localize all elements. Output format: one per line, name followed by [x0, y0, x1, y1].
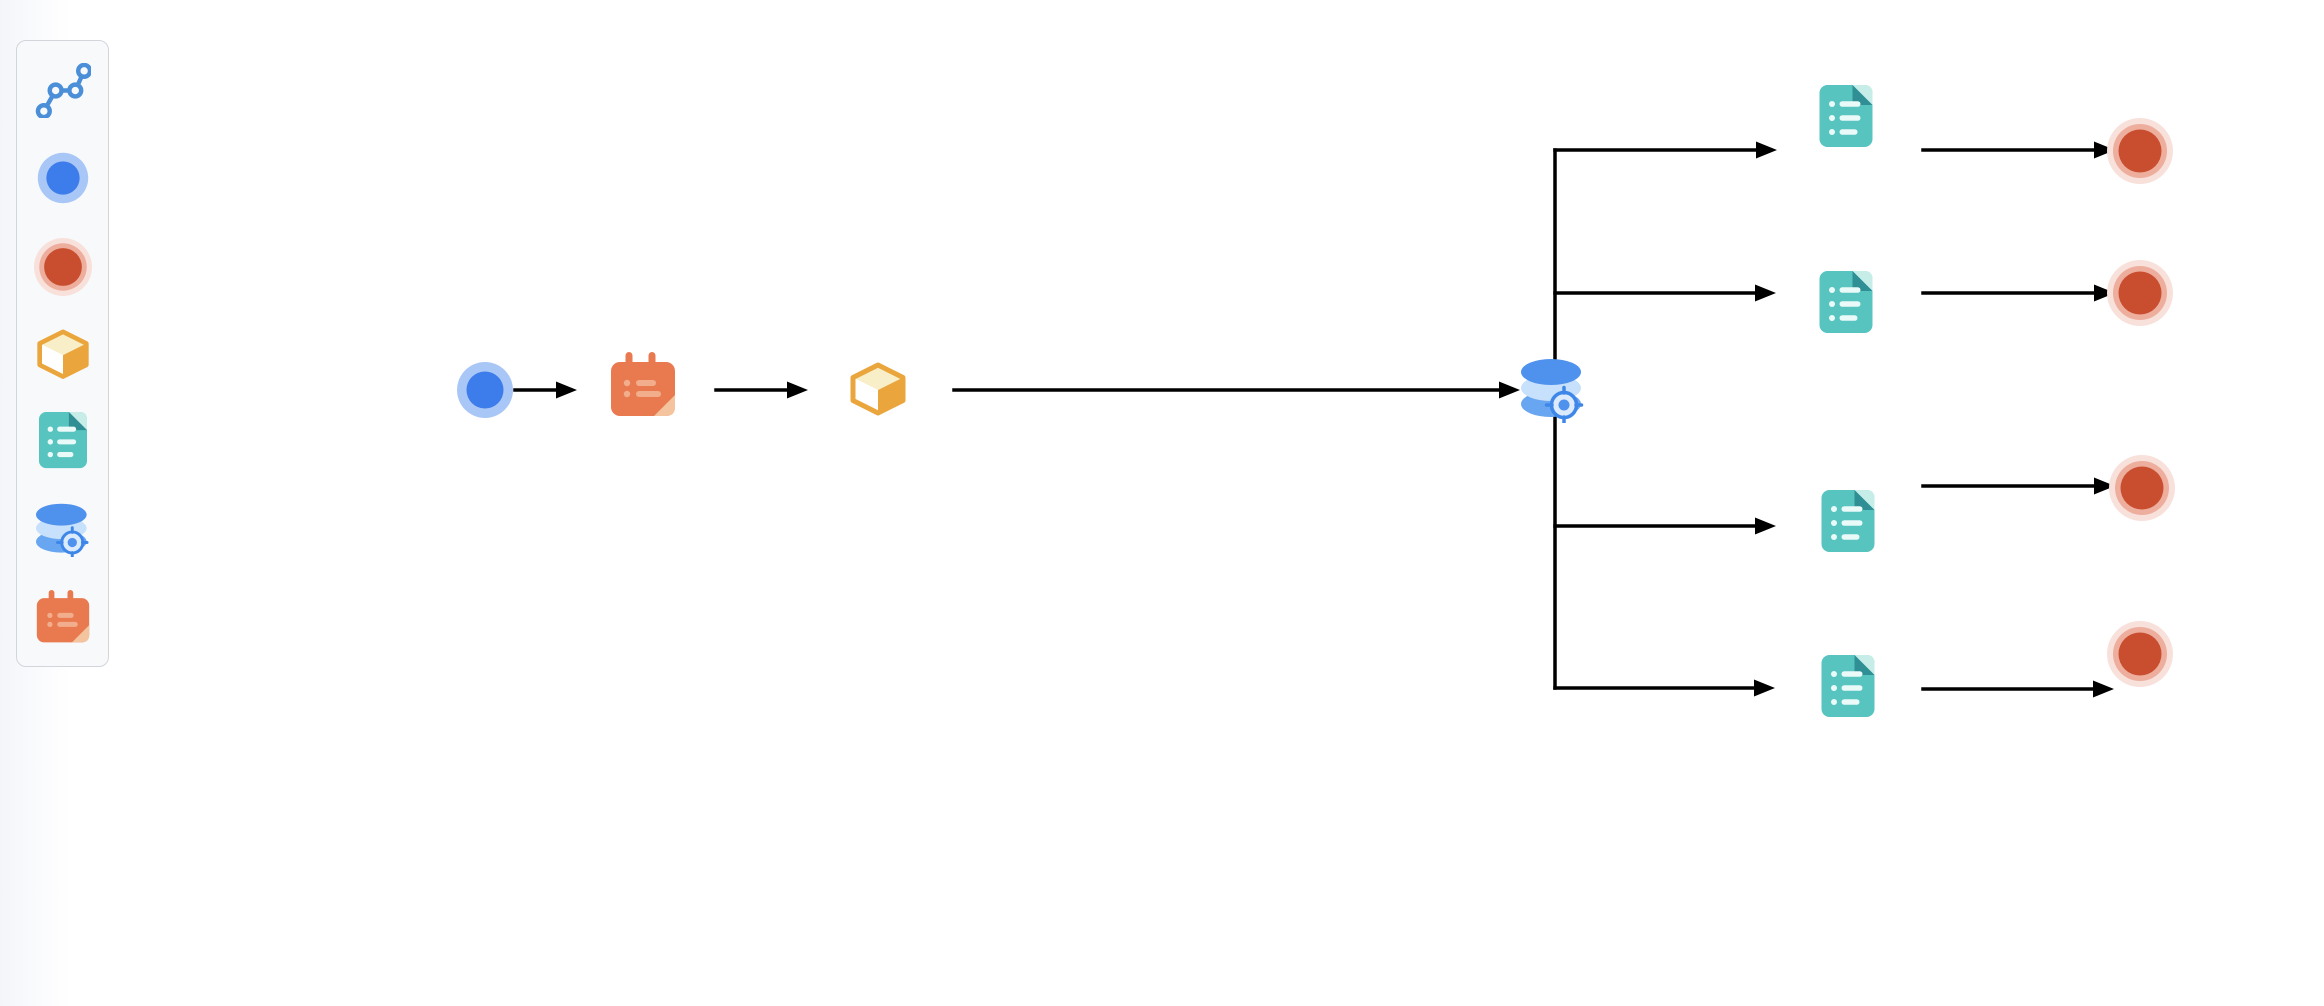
edge-db-to-doc-1[interactable]: [1553, 141, 1777, 159]
node-doc-3[interactable]: [1821, 490, 1875, 552]
calendar-list-icon: [36, 590, 89, 643]
node-process[interactable]: [850, 362, 906, 416]
calendar-list-icon: [611, 352, 675, 416]
doc-list-icon: [38, 412, 87, 469]
palette-item-connector-tool[interactable]: [35, 63, 91, 119]
edge-doc-2-to-end-2[interactable]: [1921, 284, 2115, 302]
edge-doc-1-to-end-1[interactable]: [1921, 141, 2115, 159]
end-circle-icon: [33, 238, 92, 297]
palette-item-process-node[interactable]: [35, 329, 91, 379]
doc-list-icon: [1819, 271, 1873, 333]
node-end-2[interactable]: [2107, 260, 2173, 326]
palette-item-document-node[interactable]: [38, 412, 87, 469]
edge-doc-4-to-end-4[interactable]: [1921, 680, 2114, 698]
line-chart-icon: [35, 63, 91, 119]
cube-icon: [850, 362, 906, 416]
node-end-1[interactable]: [2107, 118, 2173, 184]
node-palette: [16, 40, 109, 667]
db-target-icon: [1521, 359, 1584, 423]
doc-list-icon: [1821, 490, 1875, 552]
end-circle-icon: [2107, 621, 2173, 687]
node-doc-4[interactable]: [1821, 655, 1875, 717]
node-end-3[interactable]: [2109, 455, 2175, 521]
start-circle-icon: [37, 152, 88, 204]
palette-item-end-node[interactable]: [33, 238, 92, 297]
end-circle-icon: [2107, 118, 2173, 184]
node-doc-1[interactable]: [1819, 85, 1873, 147]
palette-item-database-node[interactable]: [35, 502, 90, 558]
edge-db-to-doc-3[interactable]: [1553, 517, 1776, 535]
palette-item-start-node[interactable]: [36, 151, 90, 205]
node-end-4[interactable]: [2107, 621, 2173, 687]
edge-doc-3-to-end-3[interactable]: [1921, 477, 2115, 495]
edge-db-to-doc-2[interactable]: [1553, 284, 1776, 302]
nodes-layer: [457, 85, 2175, 717]
palette-item-task-node[interactable]: [36, 590, 90, 643]
cube-icon: [36, 329, 89, 379]
node-database[interactable]: [1521, 359, 1584, 423]
doc-list-icon: [1819, 85, 1873, 147]
start-circle-icon: [457, 362, 513, 418]
node-task[interactable]: [611, 352, 675, 416]
end-circle-icon: [2107, 260, 2173, 326]
edges-layer: [513, 141, 2115, 698]
doc-list-icon: [1821, 655, 1875, 717]
node-doc-2[interactable]: [1819, 271, 1873, 333]
node-start[interactable]: [457, 362, 513, 418]
db-target-icon: [35, 503, 89, 558]
end-circle-icon: [2109, 455, 2175, 521]
edge-process-to-db[interactable]: [952, 381, 1520, 399]
edge-db-to-doc-4[interactable]: [1553, 679, 1775, 697]
edge-task-to-process[interactable]: [714, 381, 808, 399]
edge-start-to-task[interactable]: [513, 381, 577, 399]
